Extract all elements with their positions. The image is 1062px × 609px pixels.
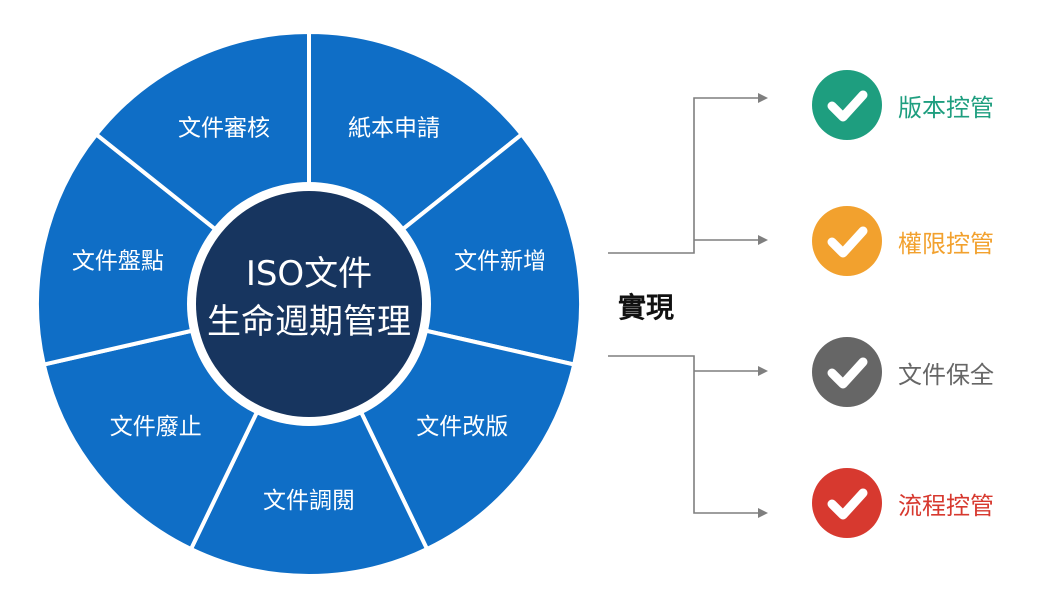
check-icon xyxy=(827,357,868,389)
outcome-permission-control: 權限控管 xyxy=(812,205,1052,277)
outcome-document-security: 文件保全 xyxy=(812,336,1052,408)
arrow-icon xyxy=(758,508,768,518)
arrow-icon xyxy=(758,366,768,376)
check-icon xyxy=(827,226,868,258)
segment-label: 文件盤點 xyxy=(72,248,164,274)
outcome-label: 流程控管 xyxy=(898,491,994,520)
arrow-icon xyxy=(758,93,768,103)
center-title-line1: ISO文件 xyxy=(246,254,372,294)
center-circle xyxy=(196,191,422,417)
segment-label: 文件審核 xyxy=(178,115,270,141)
center-title-line2: 生命週期管理 xyxy=(207,302,411,342)
check-badge xyxy=(812,206,882,276)
outcome-label: 文件保全 xyxy=(898,360,994,389)
outcome-label: 版本控管 xyxy=(898,93,994,122)
outcome-process-control: 流程控管 xyxy=(812,467,1052,539)
outcome-version-control: 版本控管 xyxy=(812,69,1052,141)
connector-lower xyxy=(608,355,768,518)
realize-label: 實現 xyxy=(618,291,675,324)
check-badge xyxy=(812,468,882,538)
check-badge xyxy=(812,337,882,407)
segment-label: 文件改版 xyxy=(416,414,508,440)
check-icon xyxy=(827,90,868,122)
segment-document-access xyxy=(188,299,430,578)
check-icon xyxy=(827,488,868,520)
segment-label: 文件調閱 xyxy=(263,488,355,514)
arrow-icon xyxy=(758,235,768,245)
check-badge xyxy=(812,70,882,140)
connector-upper xyxy=(608,93,768,254)
segment-label: 文件新增 xyxy=(454,248,546,274)
outcome-label: 權限控管 xyxy=(898,229,994,258)
segment-label: 紙本申請 xyxy=(348,115,440,141)
segment-label: 文件廢止 xyxy=(110,414,202,440)
